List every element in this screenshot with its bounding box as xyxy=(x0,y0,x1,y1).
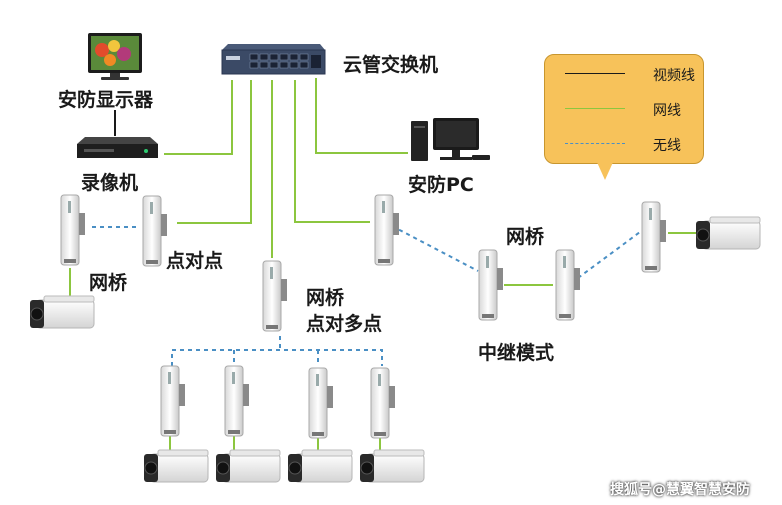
wireless-links xyxy=(92,225,641,366)
camera-multi-4 xyxy=(359,449,425,483)
legend-label-video: 视频线 xyxy=(653,68,695,84)
bridge-left xyxy=(60,194,86,266)
wireless-relay-a xyxy=(391,225,479,272)
label-switch: 云管交换机 xyxy=(343,54,439,76)
bridge-relay-start xyxy=(374,194,400,266)
legend-item-network: 网线 xyxy=(565,100,700,119)
legend-swatch-network xyxy=(565,108,625,109)
bridge-p2p xyxy=(142,195,168,267)
label-point-to-multipoint: 点对多点 xyxy=(306,313,383,335)
legend-label-network: 网线 xyxy=(653,103,681,119)
label-monitor: 安防显示器 xyxy=(58,89,154,111)
label-bridge-left: 网桥 xyxy=(89,272,128,294)
label-pc: 安防PC xyxy=(408,174,474,196)
label-p2p: 点对点 xyxy=(166,250,224,272)
label-bridge-relay: 网桥 xyxy=(506,226,545,248)
camera-multi-3 xyxy=(287,449,353,483)
cable-switch-relay xyxy=(294,80,370,223)
camera-multi-2 xyxy=(215,449,281,483)
bridge-multi-2 xyxy=(224,365,250,437)
bridge-multi-4 xyxy=(370,367,396,439)
cable-switch-nvr xyxy=(164,80,233,155)
wireless-relay-b xyxy=(577,231,641,279)
cable-switch-p2p xyxy=(177,80,252,224)
camera-multi-1 xyxy=(143,449,209,483)
camera-left xyxy=(29,295,95,329)
label-nvr: 录像机 xyxy=(81,172,139,194)
legend-swatch-wireless xyxy=(565,143,625,144)
legend-label-wireless: 无线 xyxy=(653,138,681,154)
camera-right xyxy=(695,216,761,250)
pc-icon xyxy=(411,118,490,161)
legend-swatch-video xyxy=(565,73,625,74)
bridge-multi-master xyxy=(262,260,288,332)
legend: 视频线 网线 无线 xyxy=(544,54,704,164)
bridge-multi-1 xyxy=(160,365,186,437)
legend-item-wireless: 无线 xyxy=(565,135,700,154)
legend-pointer xyxy=(596,160,614,180)
label-bridge-multi: 网桥 xyxy=(306,287,345,309)
nvr-icon xyxy=(77,137,158,158)
switch-icon xyxy=(221,44,326,75)
monitor-icon xyxy=(88,33,142,80)
bridge-multi-3 xyxy=(308,367,334,439)
wireless-multi-bus xyxy=(171,349,383,366)
bridge-relay-mid2 xyxy=(555,249,581,321)
cable-switch-pc xyxy=(315,78,408,154)
legend-item-video: 视频线 xyxy=(565,65,700,84)
watermark: 搜狐号@慧翼智慧安防 xyxy=(610,482,750,498)
label-relay-mode: 中继模式 xyxy=(478,342,555,364)
bridge-relay-mid1 xyxy=(478,249,504,321)
bridge-relay-end xyxy=(641,201,667,273)
